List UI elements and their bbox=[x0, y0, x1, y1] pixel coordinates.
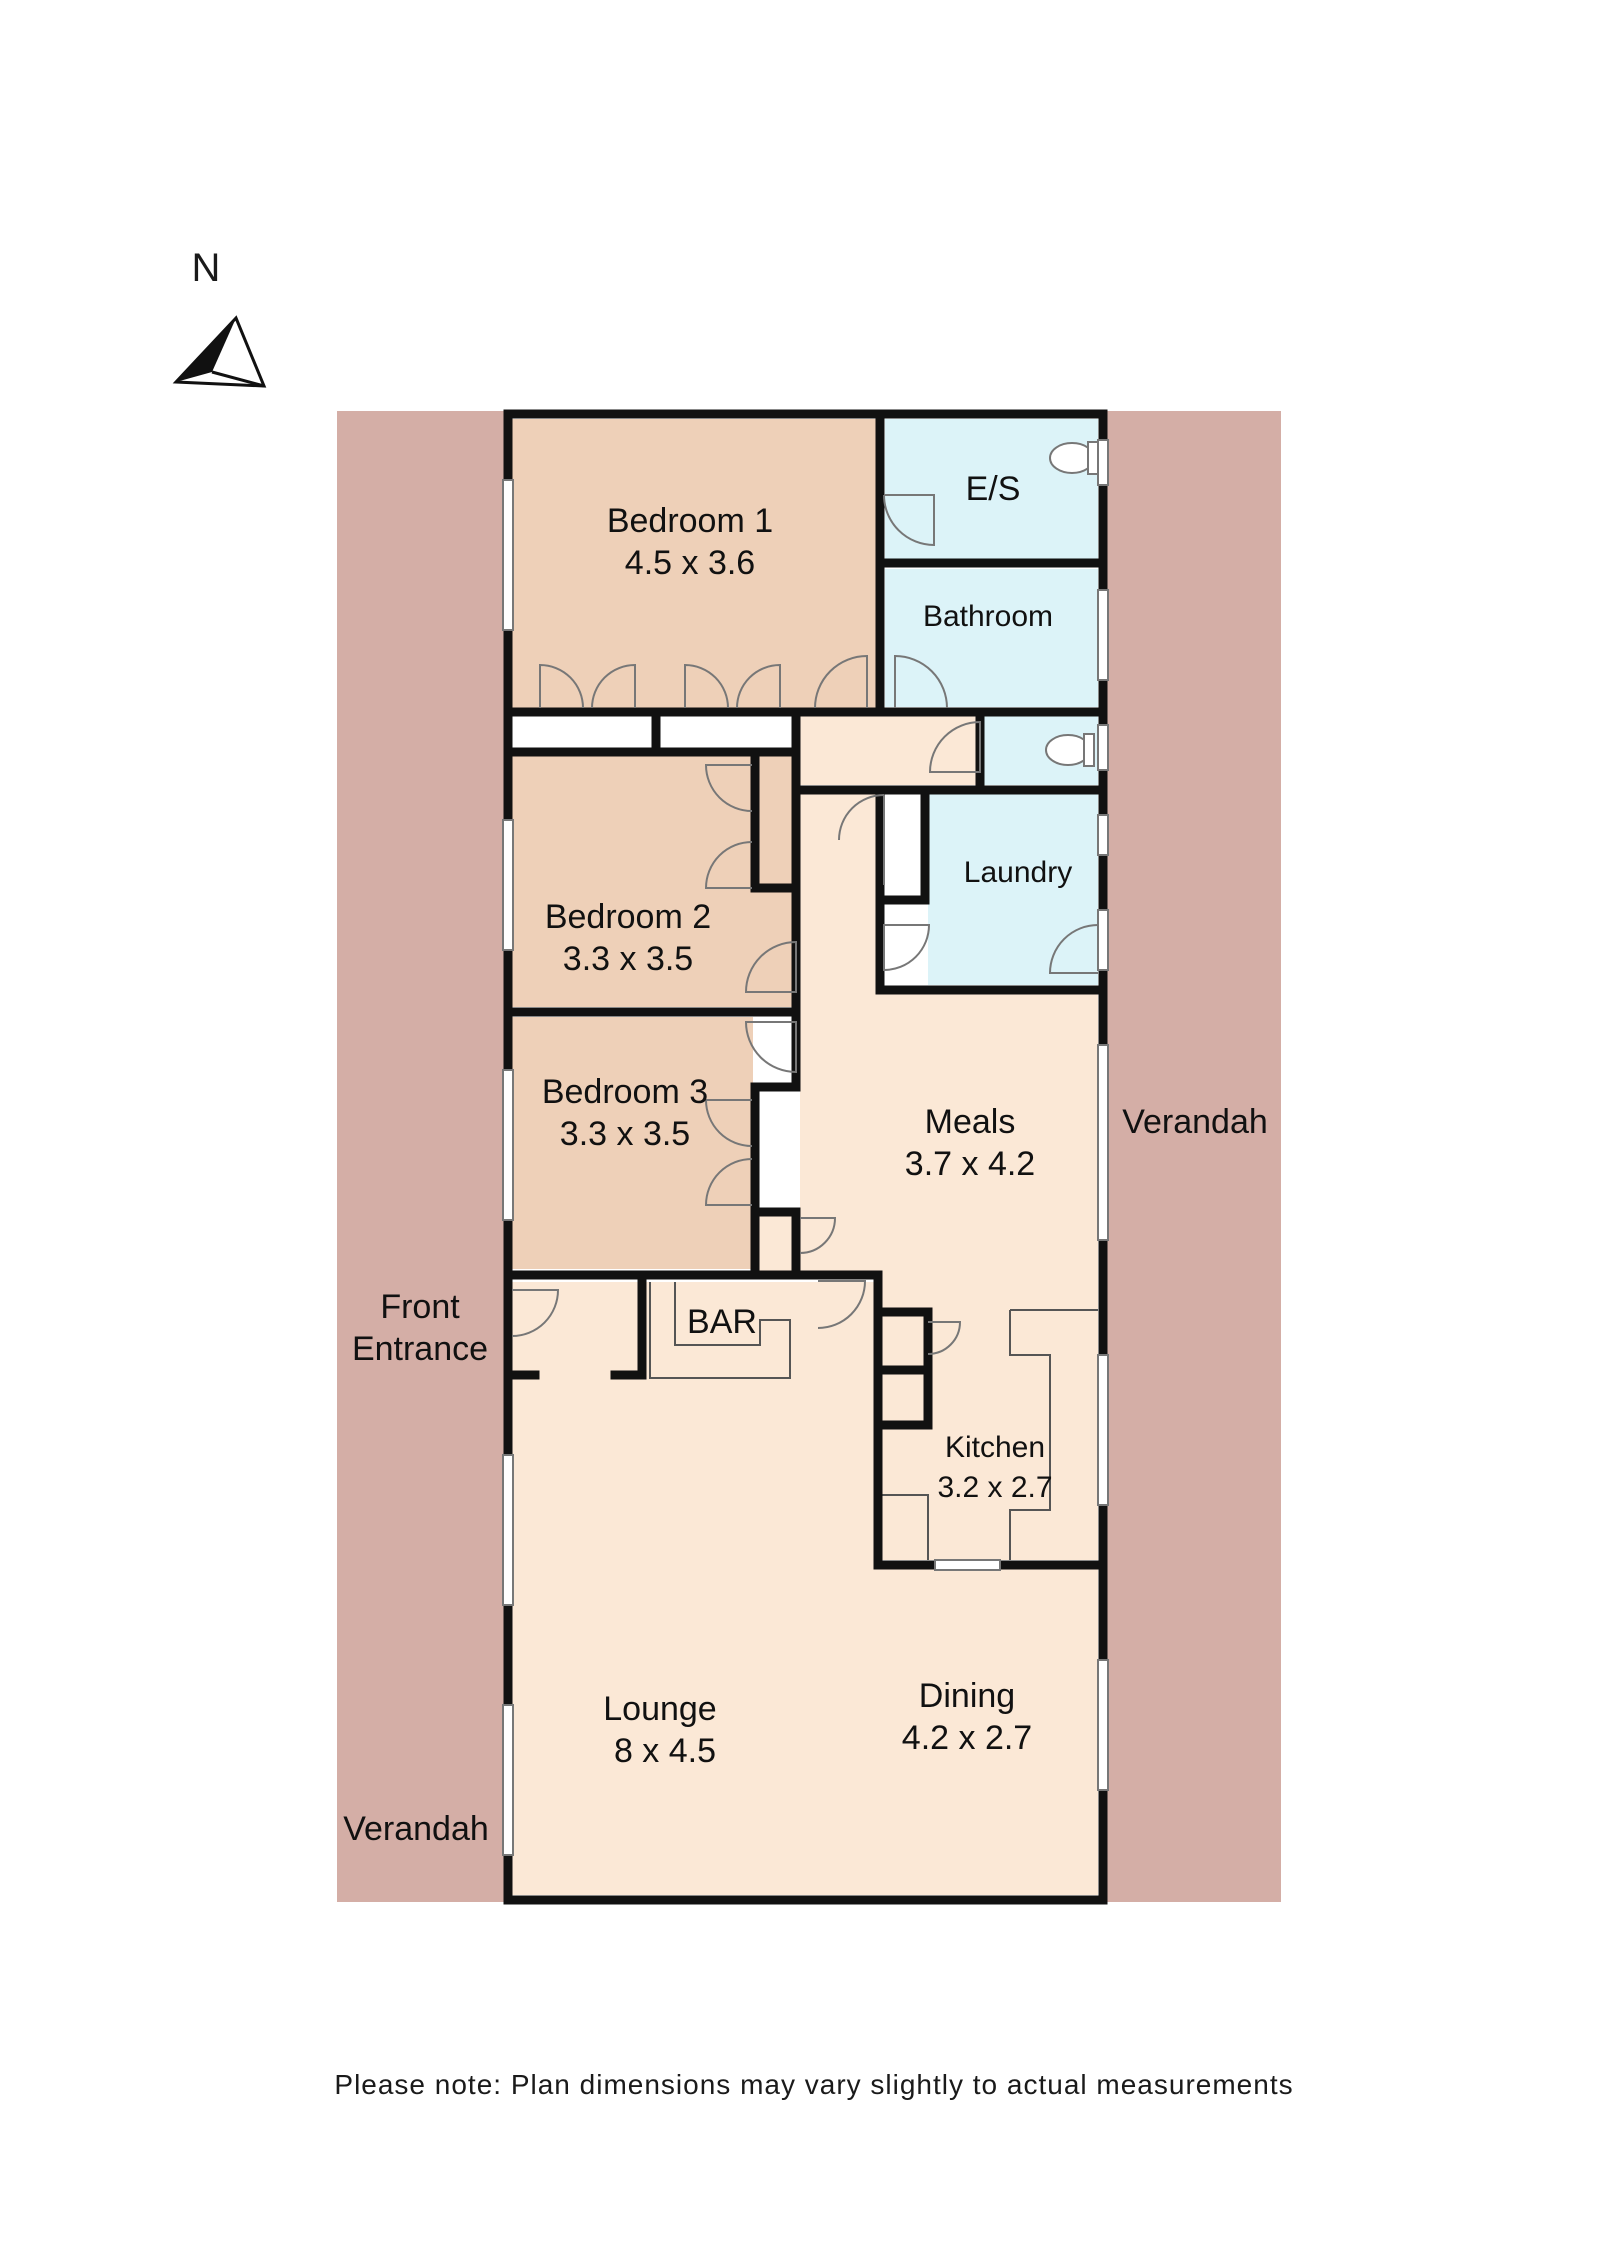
lounge-name: Lounge bbox=[603, 1690, 716, 1728]
kitchen-name: Kitchen bbox=[945, 1431, 1045, 1464]
bedroom-3-area bbox=[508, 1017, 753, 1269]
lounge-dining-area bbox=[508, 1282, 1098, 1895]
windows bbox=[502, 439, 1109, 1856]
verandah-east-label: Verandah bbox=[1122, 1103, 1268, 1141]
hallway-area bbox=[796, 715, 976, 785]
verandah-west-label: Verandah bbox=[343, 1810, 489, 1848]
toilet-icon bbox=[1045, 441, 1099, 767]
laundry-name: Laundry bbox=[964, 856, 1072, 889]
bedroom-2-size: 3.3 x 3.5 bbox=[563, 940, 693, 978]
bedroom-1-size: 4.5 x 3.6 bbox=[625, 544, 755, 582]
compass-north-label: N bbox=[191, 246, 221, 290]
meals-size: 3.7 x 4.2 bbox=[905, 1145, 1035, 1183]
ensuite-area bbox=[885, 419, 1098, 559]
laundry-area bbox=[928, 790, 1098, 985]
front-entrance-label-line2: Entrance bbox=[352, 1330, 488, 1368]
ensuite-name: E/S bbox=[966, 470, 1021, 508]
bedroom-3-name: Bedroom 3 bbox=[542, 1073, 708, 1111]
dining-name: Dining bbox=[919, 1677, 1015, 1715]
lounge-size: 8 x 4.5 bbox=[614, 1732, 716, 1770]
meals-name: Meals bbox=[925, 1103, 1016, 1141]
bedroom-1-area bbox=[508, 419, 880, 708]
doors bbox=[511, 494, 1099, 1355]
bedroom-3-size: 3.3 x 3.5 bbox=[560, 1115, 690, 1153]
disclaimer-note: Please note: Plan dimensions may vary sl… bbox=[334, 2069, 1294, 2100]
verandah-east-area bbox=[1103, 411, 1281, 1902]
meals-kitchen-area bbox=[753, 790, 1098, 1560]
bathroom-name: Bathroom bbox=[923, 600, 1053, 633]
kitchen-benches bbox=[649, 1282, 1098, 1560]
kitchen-size: 3.2 x 2.7 bbox=[937, 1471, 1052, 1504]
bedroom-2-area bbox=[508, 756, 793, 1007]
bar-name: BAR bbox=[687, 1303, 757, 1341]
front-entrance-label-line1: Front bbox=[380, 1288, 460, 1326]
bedroom-1-name: Bedroom 1 bbox=[607, 502, 773, 540]
bedroom-2-name: Bedroom 2 bbox=[545, 898, 711, 936]
bathroom-area bbox=[885, 569, 1098, 707]
verandah-west-area bbox=[337, 411, 510, 1902]
dining-size: 4.2 x 2.7 bbox=[902, 1719, 1032, 1757]
compass-arrow-icon bbox=[172, 315, 267, 388]
